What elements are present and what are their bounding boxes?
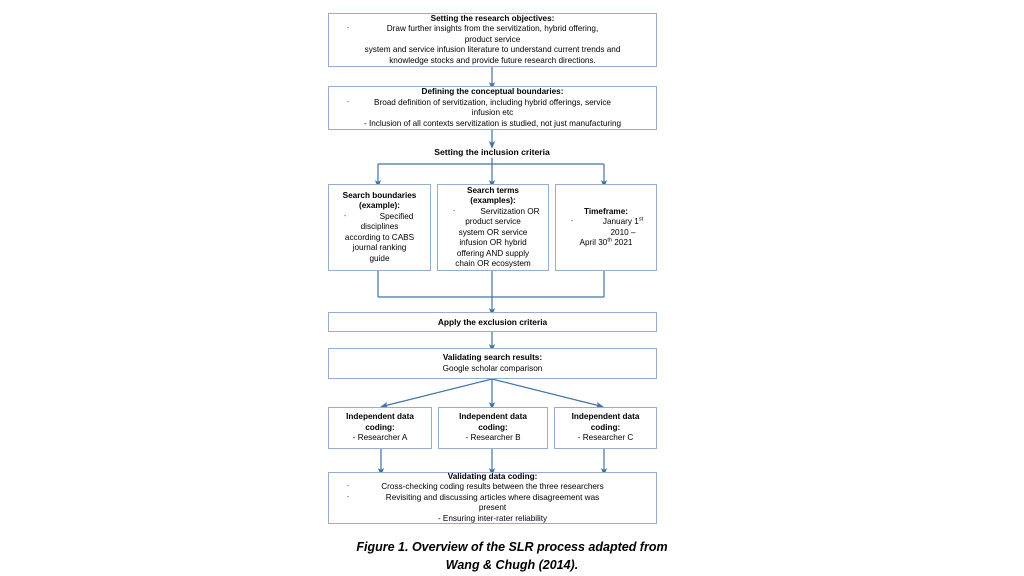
validating-search-results-line1: Google scholar comparison bbox=[442, 363, 543, 373]
search-boundaries-title-1: Search boundaries bbox=[342, 190, 417, 200]
coder-a-researcher: - Researcher A bbox=[352, 433, 408, 443]
bullet-dash: - bbox=[344, 212, 347, 220]
search-boundaries-title-2: (example): bbox=[359, 201, 400, 211]
box-apply-exclusion-criteria[interactable]: Apply the exclusion criteria bbox=[328, 312, 657, 332]
box-coder-researcher-c[interactable]: Independent data coding: - Researcher C bbox=[554, 407, 657, 449]
timeframe-line2-sup: th bbox=[607, 237, 612, 244]
bullet-dash: - bbox=[347, 25, 350, 33]
timeframe-bullet-row: - January 1st 2010 – bbox=[563, 216, 649, 238]
bullet-dash: - bbox=[347, 483, 350, 491]
box-timeframe[interactable]: Timeframe: - January 1st 2010 – April 30… bbox=[555, 184, 657, 271]
arrow-validating-to-coder-3 bbox=[491, 378, 604, 409]
search-terms-line4: infusion OR hybrid bbox=[459, 238, 527, 247]
search-boundaries-bullet-row: - Specified bbox=[336, 212, 423, 223]
conceptual-boundaries-title: Defining the conceptual boundaries: bbox=[421, 87, 564, 96]
figure-caption: Figure 1. Overview of the SLR process ad… bbox=[0, 538, 1024, 574]
figure-caption-line-1: Figure 1. Overview of the SLR process ad… bbox=[356, 540, 668, 554]
bullet-dash: - bbox=[347, 493, 350, 501]
research-objectives-title: Setting the research objectives: bbox=[430, 13, 555, 23]
timeframe-line2-post: 2021 bbox=[611, 238, 633, 247]
validating-data-coding-title: Validating data coding: bbox=[447, 471, 538, 481]
timeframe-line2-pre: April 30 bbox=[579, 238, 608, 247]
search-terms-line1: Servitization OR bbox=[480, 206, 540, 216]
box-search-boundaries[interactable]: Search boundaries (example): - Specified… bbox=[328, 184, 431, 271]
coder-b-title-1: Independent data bbox=[459, 412, 527, 422]
conceptual-boundaries-line1: Broad definition of servitization, inclu… bbox=[374, 97, 611, 118]
box-search-terms[interactable]: Search terms (examples): - Servitization… bbox=[437, 184, 549, 271]
search-boundaries-line5: guide bbox=[369, 253, 390, 263]
search-boundaries-line4: journal ranking bbox=[352, 243, 407, 253]
arrow-validating-to-coder-1 bbox=[380, 378, 493, 409]
search-boundaries-line2: disciplines bbox=[360, 222, 399, 232]
search-boundaries-line3: according to CABS bbox=[344, 232, 415, 242]
bullet-dash: - bbox=[347, 98, 350, 106]
timeframe-line1-pre: January 1 bbox=[602, 217, 639, 226]
research-objectives-line1: Draw further insights from the servitiza… bbox=[386, 24, 599, 44]
search-terms-title-1: Search terms (examples): bbox=[467, 185, 519, 206]
coder-a-title-2: coding: bbox=[365, 422, 395, 432]
conceptual-boundaries-line2: - Inclusion of all contexts servitizatio… bbox=[363, 118, 622, 128]
figure-caption-line-2: Wang & Chugh (2014). bbox=[445, 558, 579, 573]
research-objectives-line3: knowledge stocks and provide future rese… bbox=[389, 55, 596, 65]
research-objectives-bullet-row: - Draw further insights from the serviti… bbox=[339, 24, 646, 45]
box-research-objectives[interactable]: Setting the research objectives: - Draw … bbox=[328, 13, 657, 67]
search-terms-line6: chain OR ecosystem bbox=[455, 259, 531, 268]
coder-b-title-2: coding: bbox=[478, 422, 508, 432]
apply-exclusion-criteria-title: Apply the exclusion criteria bbox=[437, 316, 548, 327]
box-coder-researcher-a[interactable]: Independent data coding: - Researcher A bbox=[328, 407, 432, 449]
label-setting-inclusion-criteria: Setting the inclusion criteria bbox=[434, 147, 550, 157]
coder-b-researcher: - Researcher B bbox=[465, 433, 521, 443]
coder-c-title-2: coding: bbox=[590, 422, 621, 432]
validating-data-coding-line2: Revisiting and discussing articles where… bbox=[385, 492, 600, 513]
search-boundaries-line1: Specified bbox=[379, 211, 414, 221]
timeframe-line2: April 30th 2021 bbox=[579, 237, 633, 249]
coder-c-researcher: - Researcher C bbox=[577, 433, 634, 443]
box-validating-search-results[interactable]: Validating search results: Google schola… bbox=[328, 348, 657, 379]
timeframe-line1: January 1st 2010 – bbox=[597, 216, 649, 238]
bullet-dash: - bbox=[571, 218, 574, 225]
box-conceptual-boundaries[interactable]: Defining the conceptual boundaries: - Br… bbox=[328, 86, 657, 130]
box-validating-data-coding[interactable]: Validating data coding: - Cross-checking… bbox=[328, 472, 657, 524]
validating-data-coding-bullet-row-1: - Cross-checking coding results between … bbox=[339, 482, 646, 493]
timeframe-line1-sup: st bbox=[638, 216, 644, 223]
search-terms-line2: product service bbox=[465, 217, 521, 226]
research-objectives-line2: system and service infusion literature t… bbox=[364, 45, 621, 55]
search-terms-bullet-row: - Servitization OR bbox=[445, 207, 541, 218]
coder-a-title-1: Independent data bbox=[346, 412, 414, 422]
validating-data-coding-line1: Cross-checking coding results between th… bbox=[381, 482, 604, 492]
search-terms-line5: offering AND supply bbox=[456, 248, 530, 258]
coder-c-title-1: Independent data bbox=[571, 412, 640, 422]
box-coder-researcher-b[interactable]: Independent data coding: - Researcher B bbox=[438, 407, 548, 449]
validating-data-coding-bullet-row-2: - Revisiting and discussing articles whe… bbox=[339, 493, 646, 514]
validating-data-coding-line3: - Ensuring inter-rater reliability bbox=[437, 513, 548, 523]
conceptual-boundaries-bullet-row: - Broad definition of servitization, inc… bbox=[339, 98, 646, 119]
timeframe-title: Timeframe: bbox=[584, 206, 628, 216]
search-terms-line3: system OR service bbox=[458, 227, 528, 237]
validating-search-results-title: Validating search results: bbox=[442, 353, 543, 362]
bullet-dash: - bbox=[453, 207, 456, 215]
timeframe-line1-post: 2010 – bbox=[610, 227, 636, 237]
